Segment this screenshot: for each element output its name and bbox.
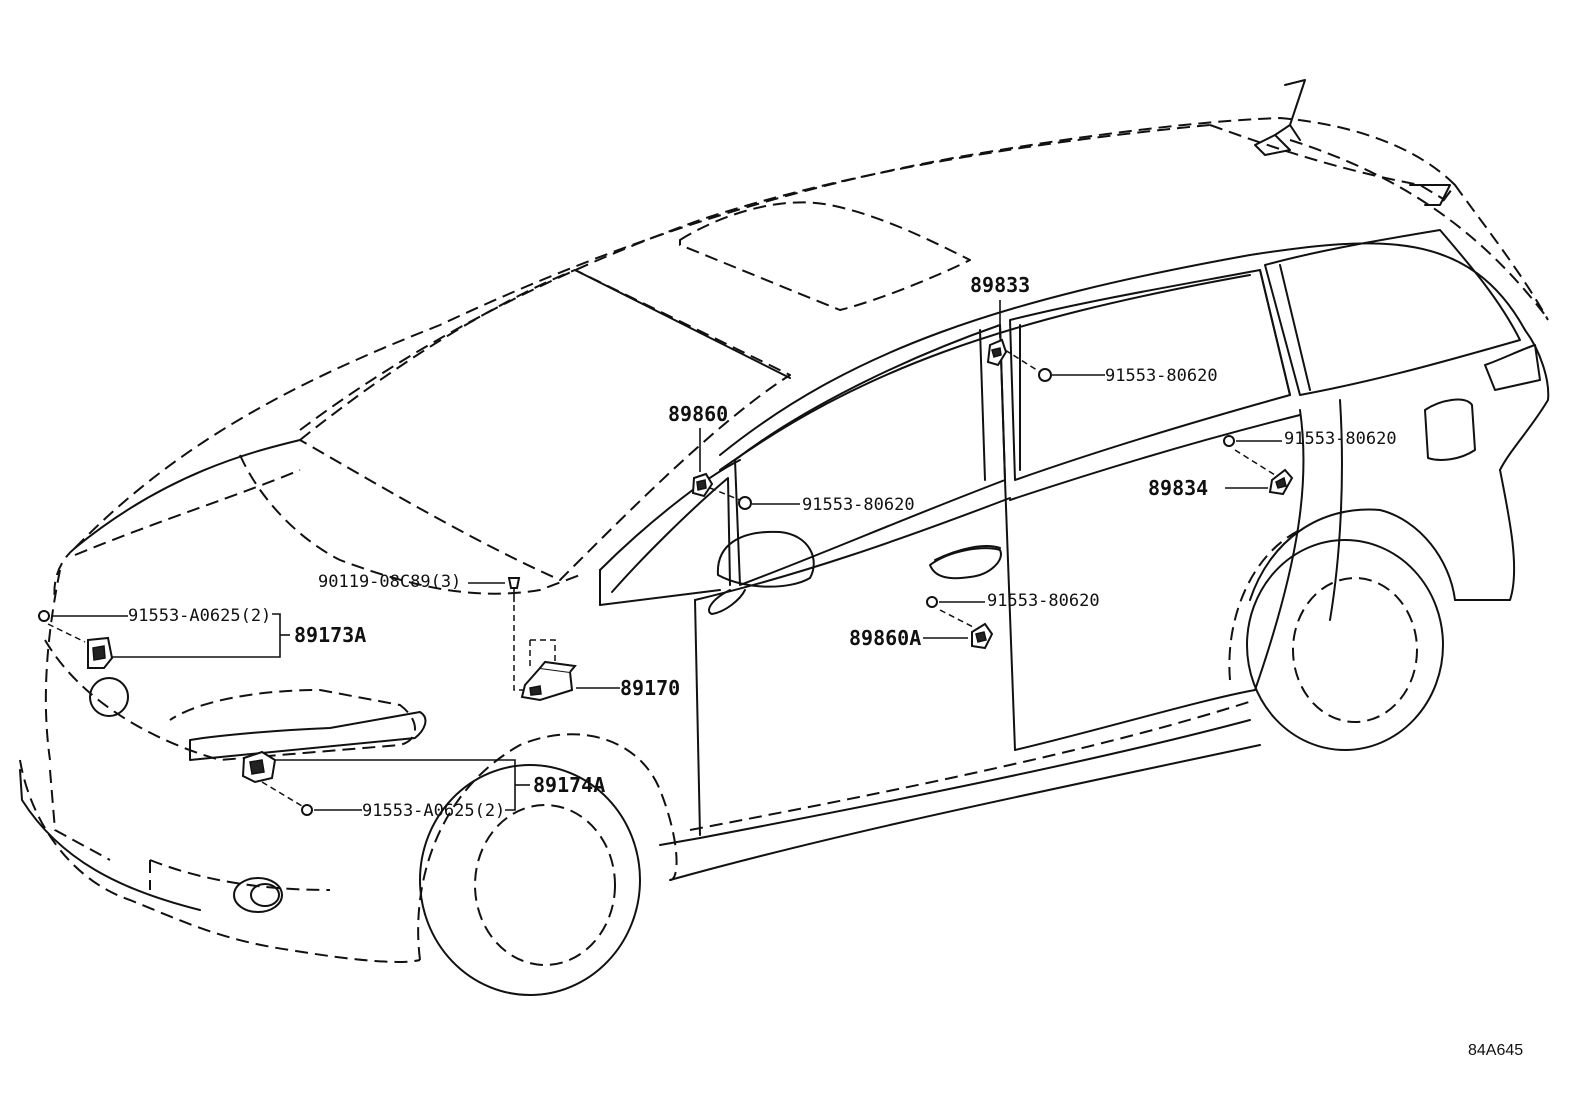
part-89833[interactable]: 89833 91553-80620 [970,273,1218,386]
part-89170[interactable]: 90119-08C89(3) 89170 [318,572,680,702]
part-89173a[interactable]: 91553-A0625(2) 89173A [38,606,366,669]
part-89860[interactable]: 89860 91553-80620 [668,402,915,515]
label-89173a: 89173A [294,623,366,647]
front-emblem [89,677,129,717]
front-door-handle [929,547,1002,580]
fog-lamp [233,877,283,913]
bolt-89174a [301,804,313,816]
headlight [44,639,416,761]
part-89174a[interactable]: 89174A 91553-A0625(2) [241,750,605,821]
label-bolt-89174a: 91553-A0625(2) [362,801,505,821]
label-89174a: 89174A [533,773,605,797]
front-wheel [419,764,641,996]
label-bolt-89833: 91553-80620 [1105,366,1218,386]
label-89833: 89833 [970,273,1030,297]
label-bolt-89860a: 91553-80620 [987,591,1100,611]
front-bumper [19,759,421,963]
side-mirror [716,530,815,588]
part-89834[interactable]: 91553-80620 89834 [1148,429,1397,500]
side-skirt [659,719,1251,846]
label-bolt-89170: 90119-08C89(3) [318,572,461,592]
label-89860a: 89860A [849,626,921,650]
label-89170: 89170 [620,676,680,700]
bolt-89170 [507,577,521,589]
diagram-reference-code: 84A645 [1468,1042,1523,1059]
front-wheel-arch [417,733,678,961]
car-body [19,79,1550,996]
label-89860: 89860 [668,402,728,426]
fuel-door [1424,398,1476,461]
bolt-89833 [1038,368,1052,382]
bolt-89860a [926,596,938,608]
part-89860a[interactable]: 91553-80620 89860A [849,591,1100,650]
bolt-89860 [738,496,752,510]
sunroof [679,201,971,311]
windshield [299,269,791,581]
hood [239,454,581,595]
label-bolt-89834: 91553-80620 [1284,429,1397,449]
bolt-89834 [1223,435,1235,447]
label-89834: 89834 [1148,476,1208,500]
label-bolt-89860: 91553-80620 [802,495,915,515]
rear-quarter-window [1264,229,1521,396]
label-bolt-89173a: 91553-A0625(2) [128,606,271,626]
bolt-89173a [38,610,50,622]
rear-wheel [1246,539,1444,751]
front-door [694,599,701,836]
antenna [1254,79,1306,156]
